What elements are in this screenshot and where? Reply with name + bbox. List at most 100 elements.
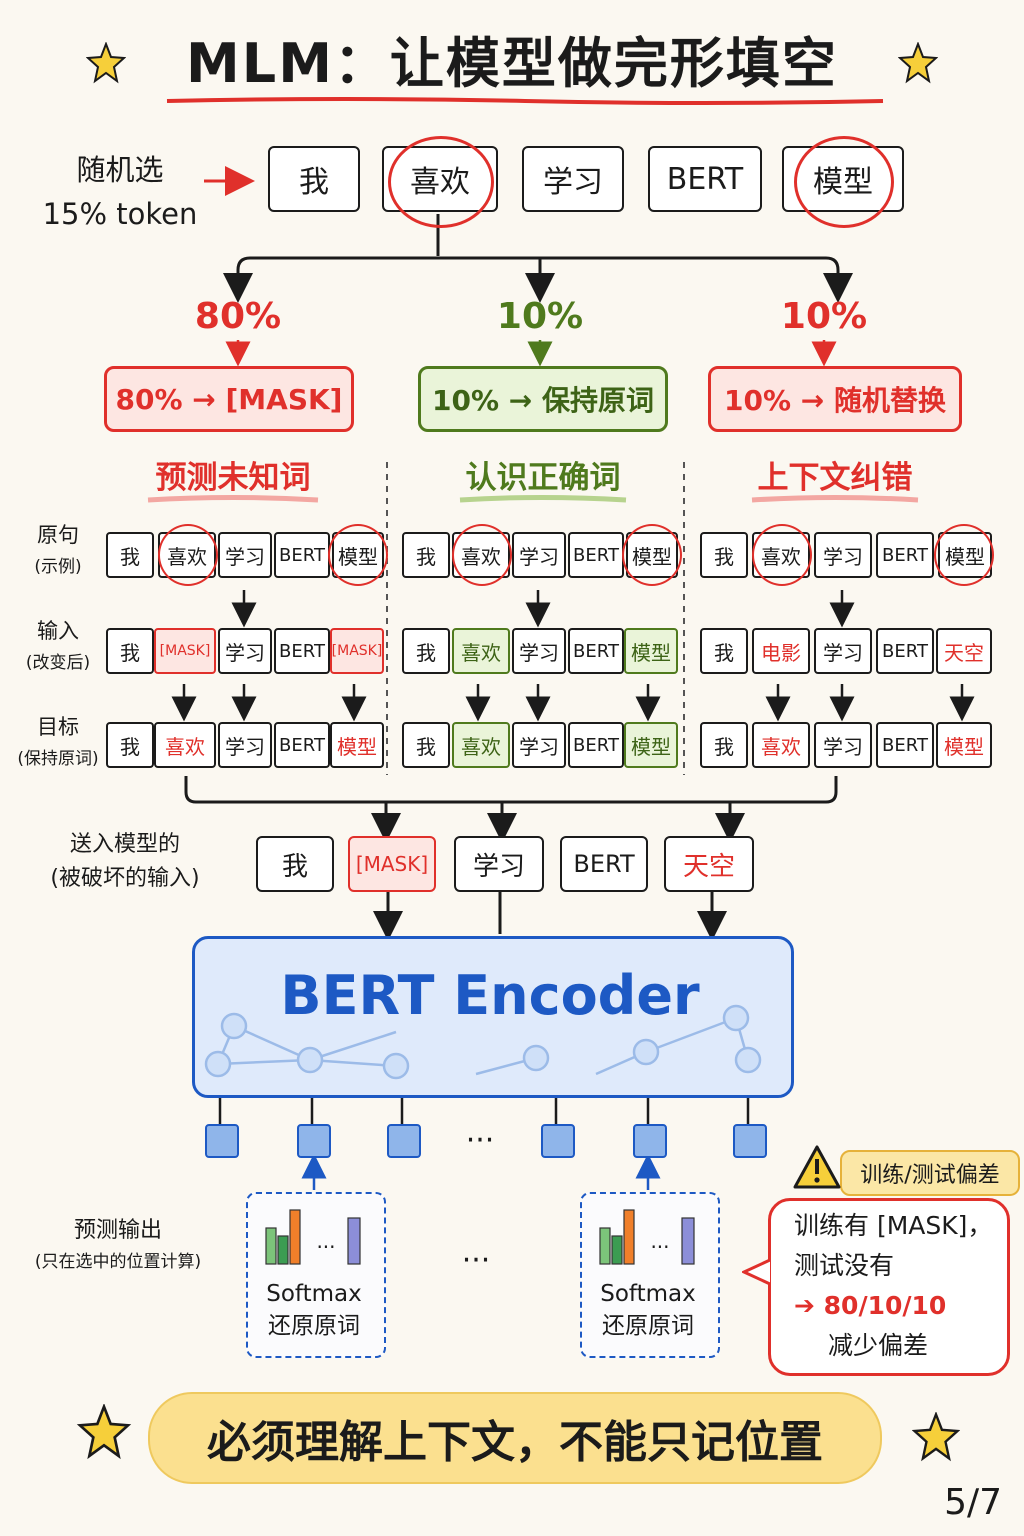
grid-token: BERT [568, 722, 624, 768]
row-label-main: 输入 [37, 619, 79, 643]
grid-token: BERT [274, 722, 330, 768]
branch-pct: 10% [496, 295, 584, 337]
rule-box-random: 10% → 随机替换 [708, 366, 962, 432]
bar-chart-icon [599, 1209, 695, 1265]
warning-ratio: 80/10/10 [823, 1291, 947, 1320]
row-label-main: 目标 [37, 715, 79, 739]
branch-pct: 10% [780, 295, 868, 337]
softmax-label: Softmax 还原原词 [246, 1278, 382, 1342]
output-ellipsis: ··· [465, 1122, 495, 1158]
row-label-target: 目标 (保持原词) [8, 712, 108, 774]
column-title: 认识正确词 [465, 459, 621, 496]
fed-token: 学习 [454, 836, 544, 892]
grid-token: BERT [876, 722, 934, 768]
output-node [733, 1124, 767, 1158]
grid-token: 我 [106, 628, 154, 674]
sentence-token: BERT [648, 146, 762, 212]
rule-box-keep: 10% → 保持原词 [418, 366, 668, 432]
select-label: 随机选 15% token [40, 148, 200, 236]
title-underline [166, 97, 884, 105]
softmax-dots: ··· [650, 1235, 670, 1259]
fed-token: BERT [560, 836, 648, 892]
selected-ring [934, 524, 994, 586]
grid-token-target: 喜欢 [154, 722, 216, 768]
fed-label-line2: (被破坏的输入) [50, 866, 200, 891]
grid-token-keep: 喜欢 [452, 628, 510, 674]
output-node [205, 1124, 239, 1158]
grid-token-keep: 模型 [624, 628, 678, 674]
warning-line1: 训练有 [MASK]， [794, 1211, 993, 1240]
warning-icon [793, 1145, 841, 1189]
warning-tag-label: 训练/测试偏差 [860, 1163, 1000, 1188]
grid-token: 我 [700, 628, 748, 674]
warning-callout [768, 1198, 1010, 1376]
softmax-box [246, 1192, 386, 1358]
softmax-ellipsis: ··· [461, 1242, 491, 1278]
grid-token: BERT [274, 532, 330, 578]
fed-token: 我 [256, 836, 334, 892]
grid-token: 学习 [218, 628, 272, 674]
grid-token: 学习 [512, 628, 566, 674]
warning-tag: 训练/测试偏差 [840, 1150, 1020, 1196]
callout-pointer [742, 1258, 771, 1286]
grid-token: 学习 [512, 532, 566, 578]
softmax-line1: Softmax [266, 1281, 362, 1307]
grid-token: 我 [106, 532, 154, 578]
warning-line2: 测试没有 [794, 1251, 895, 1280]
row-label-sub: (示例) [34, 557, 82, 577]
column-title: 预测未知词 [155, 459, 311, 496]
star-icon [912, 1412, 960, 1462]
softmax-line1: Softmax [600, 1281, 696, 1307]
fed-label: 送入模型的 (被破坏的输入) [30, 828, 220, 896]
star-icon [898, 42, 938, 84]
softmax-dots: ··· [316, 1235, 336, 1259]
bar-chart-icon [265, 1209, 361, 1265]
grid-token: 我 [700, 532, 748, 578]
output-node [633, 1124, 667, 1158]
grid-token-mask: [MASK] [330, 628, 384, 674]
bottom-banner: 必须理解上下文，不能只记位置 [148, 1392, 882, 1484]
output-node [541, 1124, 575, 1158]
warning-text: 训练有 [MASK]， 测试没有 ➔ 80/10/10 减少偏差 [794, 1206, 998, 1366]
selected-ring [622, 524, 682, 586]
output-node [297, 1124, 331, 1158]
softmax-box [580, 1192, 720, 1358]
warning-line3: ➔ 80/10/10 [794, 1286, 998, 1326]
fed-token-mask: [MASK] [348, 836, 436, 892]
rule-box-mask: 80% → [MASK] [104, 366, 354, 432]
select-label-line2: 15% token [42, 197, 198, 231]
grid-token: 我 [402, 532, 450, 578]
selected-ring [752, 524, 812, 586]
network-icon [204, 1004, 762, 1080]
selected-ring [452, 524, 512, 586]
grid-token-mask: [MASK] [154, 628, 216, 674]
grid-token-target: 喜欢 [452, 722, 510, 768]
bert-encoder [192, 936, 794, 1098]
star-icon [86, 42, 126, 84]
grid-token: BERT [568, 628, 624, 674]
branch-pct: 80% [194, 295, 282, 337]
grid-token: 我 [402, 722, 450, 768]
grid-token: BERT [876, 628, 934, 674]
grid-token-target: 模型 [936, 722, 992, 768]
grid-token-target: 模型 [330, 722, 384, 768]
grid-token-random: 天空 [936, 628, 992, 674]
fed-token-random: 天空 [664, 836, 754, 892]
grid-token: 学习 [218, 722, 272, 768]
selected-ring [794, 136, 894, 228]
selected-ring [158, 524, 218, 586]
row-label-sub: (改变后) [25, 653, 91, 673]
select-label-line1: 随机选 [76, 153, 164, 187]
predict-label: 预测输出 (只在选中的位置计算) [18, 1214, 218, 1276]
softmax-line2: 还原原词 [602, 1313, 694, 1339]
warning-line4: 减少偏差 [828, 1331, 929, 1360]
grid-token: BERT [568, 532, 624, 578]
sentence-token: 学习 [522, 146, 624, 212]
grid-token: 学习 [814, 628, 872, 674]
softmax-label: Softmax 还原原词 [580, 1278, 716, 1342]
row-label-sub: (保持原词) [17, 749, 99, 769]
softmax-line2: 还原原词 [268, 1313, 360, 1339]
arrow-icon: ➔ [794, 1291, 824, 1320]
grid-token: 我 [106, 722, 154, 768]
